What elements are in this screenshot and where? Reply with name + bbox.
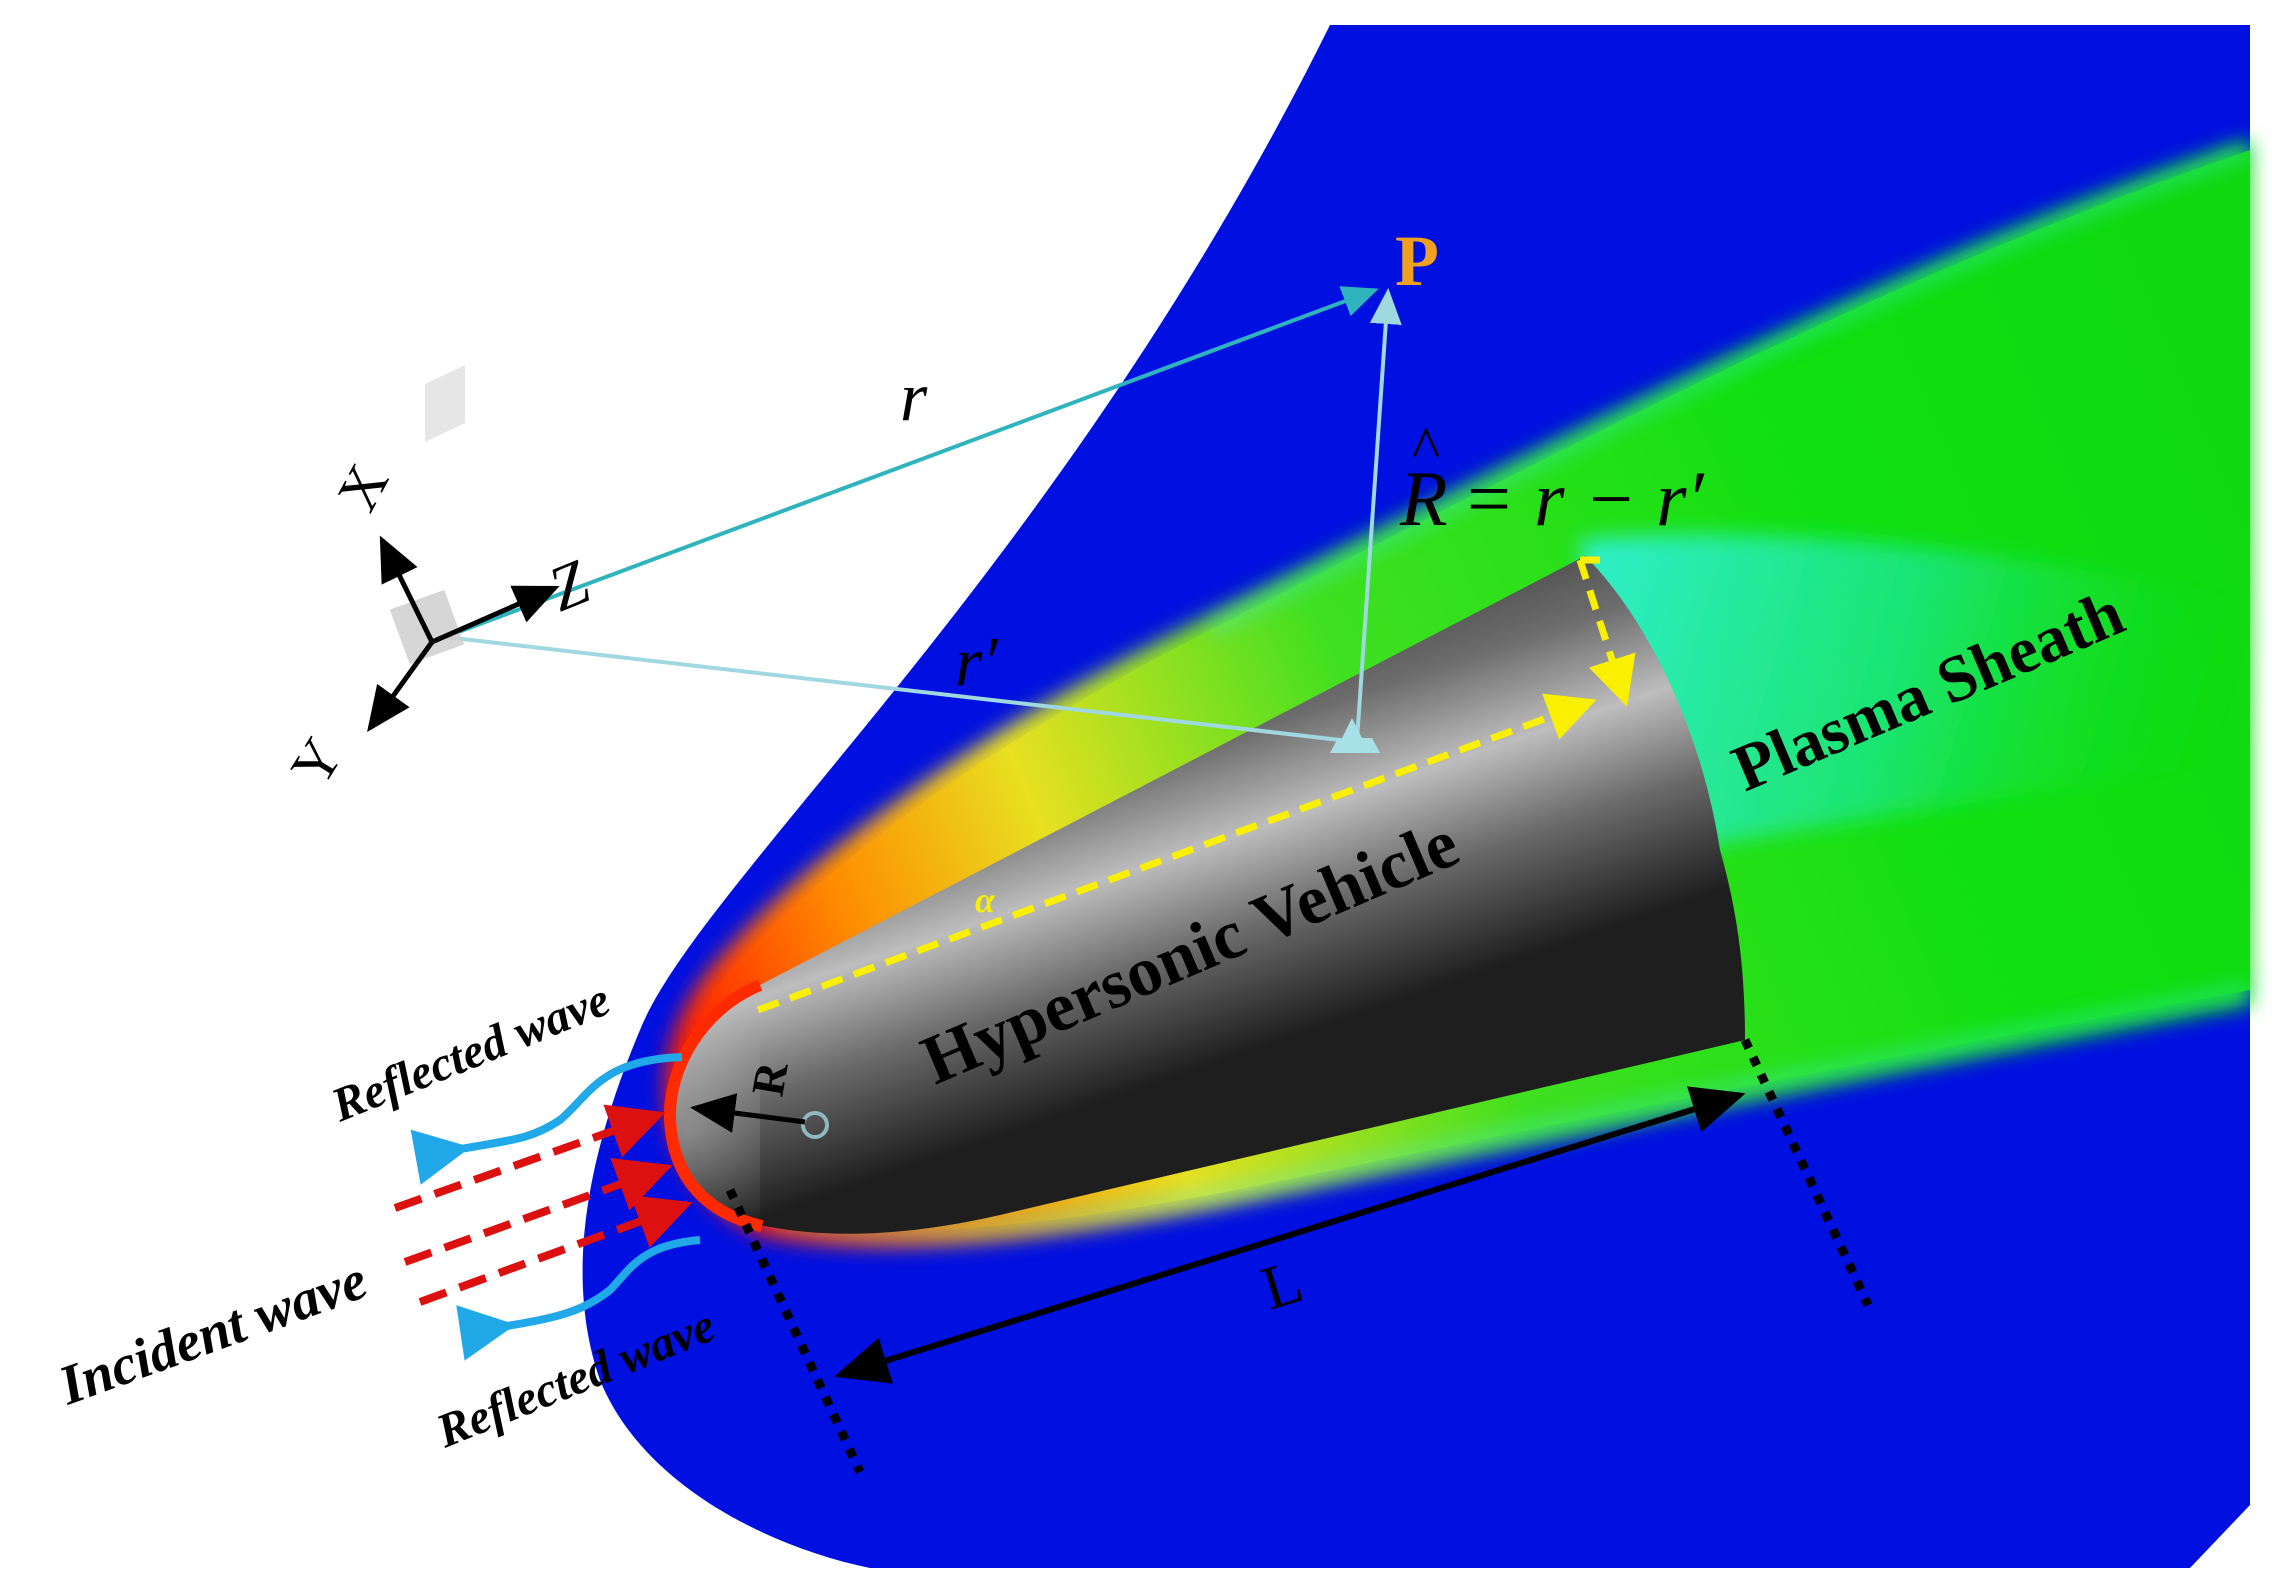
axis-x-arrow [379,535,435,644]
r-hat-symbol: R [1399,455,1448,542]
cone-dimension-lines: α [756,556,1636,1014]
axis-y-arrow [367,640,435,733]
vector-r [444,286,1379,639]
axis-x-label: X [324,454,401,522]
base-dashed-line [1576,558,1636,707]
axis-z-label: Z [539,545,600,625]
incident-ray-1 [393,1104,666,1212]
axis-dashed-line [756,693,1597,1014]
incident-wave-label: Incident wave [50,1249,375,1418]
axis-z-arrow [430,585,560,645]
r-hat-accent: ^ [1412,415,1440,481]
length-arrow [834,1086,1746,1384]
point-p-label: P [1395,221,1439,301]
coordinate-frame: X Z Y [278,365,600,797]
incident-ray-3 [418,1195,693,1306]
axis-y-label: Y [278,727,355,797]
vector-r-prime-label: r′ [955,624,999,701]
vector-r-label: r [900,359,928,436]
nose-shock-edge [663,979,764,1232]
r-hat-equation-rhs: = r − r′ [1462,455,1705,542]
length-extension-left [725,1188,865,1474]
nose-center-marker [801,1111,829,1139]
alpha-label: α [975,880,996,920]
vehicle-body [671,556,1745,1234]
reflected-ray-bottom [456,1236,701,1361]
source-point-marker [1330,738,1380,753]
incident-ray-2 [403,1157,673,1266]
vector-r-prime [444,635,1341,742]
radius-arrow [690,1093,806,1133]
r-hat-equation: ^ R = r − r′ [1399,415,1705,542]
reflected-ray-top [410,1053,683,1185]
vector-R-hat [1355,288,1402,741]
